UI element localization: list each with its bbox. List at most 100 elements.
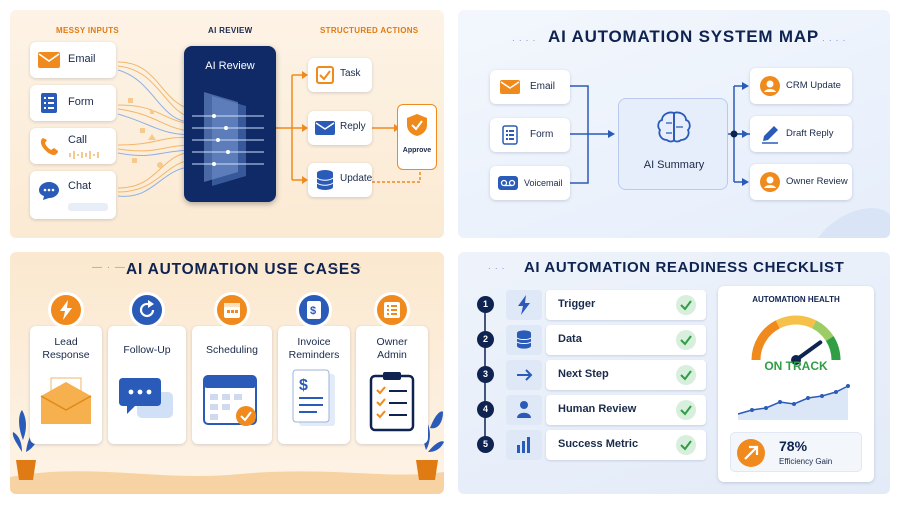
automation-health-card: AUTOMATION HEALTH ON TRACK 78% Efficienc… <box>718 286 874 482</box>
title-dots-right: · · · · <box>822 36 847 45</box>
pencil-icon <box>762 126 778 144</box>
trend-line-icon <box>737 384 850 420</box>
ai-review-heading: AI REVIEW <box>208 26 253 35</box>
step-number: 2 <box>477 331 494 348</box>
use-case-invoice-reminders[interactable]: Invoice Reminders $ <box>278 326 350 444</box>
use-case-follow-up[interactable]: Follow-Up <box>108 326 186 444</box>
approve-label: Approve <box>402 147 432 154</box>
step-icon-box <box>506 325 542 355</box>
map-input-voicemail[interactable]: Voicemail <box>490 166 570 200</box>
action-label: Update <box>340 173 373 184</box>
person-icon <box>517 401 531 418</box>
input-card-email[interactable]: Email <box>30 42 116 78</box>
step-label: Next Step <box>558 368 609 380</box>
checklist-badge-icon <box>374 292 410 328</box>
form-icon <box>41 93 57 113</box>
invoice-doc-icon: $ <box>292 369 335 426</box>
input-label: Call <box>68 134 87 146</box>
email-icon <box>500 80 520 94</box>
ai-review-title: AI Review <box>205 60 255 72</box>
step-number: 4 <box>477 401 494 418</box>
step-label: Trigger <box>558 298 596 310</box>
step-label-box: Next Step <box>546 360 706 390</box>
map-output-draft-reply[interactable]: Draft Reply <box>750 116 852 152</box>
title-dots-left: · · · <box>488 264 506 273</box>
map-output-crm-update[interactable]: CRM Update <box>750 68 852 104</box>
action-card-reply[interactable]: Reply <box>308 111 372 145</box>
ai-summary-label: AI Summary <box>643 159 705 171</box>
invoice-badge-icon: $ <box>296 292 332 328</box>
use-cases-title: AI AUTOMATION USE CASES <box>126 261 362 278</box>
input-card-form[interactable]: Form <box>30 85 116 121</box>
gauge-hub <box>791 355 801 365</box>
map-input-form[interactable]: Form <box>490 118 570 152</box>
chat-typing-bubble <box>68 203 108 211</box>
action-card-task[interactable]: Task <box>308 58 372 92</box>
phone-icon <box>40 138 58 155</box>
structured-actions-heading: STRUCTURED ACTIONS <box>320 26 419 35</box>
use-case-label: Follow-Up <box>123 344 171 356</box>
use-case-scheduling[interactable]: Scheduling <box>192 326 272 444</box>
input-flow-lines <box>117 61 421 197</box>
map-output-label: CRM Update <box>786 80 841 91</box>
readiness-checklist-panel: · · · AI AUTOMATION READINESS CHECKLIST … <box>458 252 890 494</box>
trend-up-icon <box>737 439 765 467</box>
ai-summary-node[interactable]: AI Summary <box>618 98 728 190</box>
user-circle-icon <box>760 172 780 192</box>
health-status: ON TRACK <box>764 359 828 373</box>
brain-icon <box>657 111 691 143</box>
checklist-row[interactable]: 2 Data <box>476 325 712 355</box>
database-icon <box>316 170 334 190</box>
check-icon <box>676 295 696 315</box>
map-input-label: Voicemail <box>524 178 563 188</box>
calendar-check-icon <box>203 375 257 426</box>
check-icon <box>676 400 696 420</box>
approve-card[interactable]: Approve <box>397 104 437 170</box>
ai-filter-layers-icon <box>192 92 264 186</box>
use-cases-panel: — · — AI AUTOMATION USE CASES — · — Lead… <box>10 252 444 494</box>
step-label: Data <box>558 333 582 345</box>
svg-text:$: $ <box>299 377 308 394</box>
system-map-connectors <box>570 82 890 238</box>
map-output-label: Draft Reply <box>786 128 834 139</box>
use-case-owner-admin[interactable]: Owner Admin <box>356 326 428 444</box>
form-icon <box>502 125 518 145</box>
action-label: Reply <box>340 121 366 132</box>
ai-review-box: AI Review <box>184 46 276 202</box>
gauge-segment <box>751 320 781 361</box>
check-icon <box>676 365 696 385</box>
audio-wave-icon <box>69 151 99 159</box>
step-label-box: Success Metric <box>546 430 706 460</box>
shield-check-icon <box>407 114 427 136</box>
input-card-call[interactable]: Call <box>30 128 116 164</box>
action-card-update[interactable]: Update <box>308 163 372 197</box>
system-map-panel: · · · · AI AUTOMATION SYSTEM MAP · · · ·… <box>458 10 890 238</box>
chat-bubbles-icon <box>119 378 173 418</box>
use-case-label: Lead Response <box>42 336 90 361</box>
input-label: Form <box>68 96 94 108</box>
input-card-chat[interactable]: Chat <box>30 171 116 219</box>
use-case-label: Owner Admin <box>376 336 408 361</box>
step-label: Success Metric <box>558 438 639 450</box>
user-circle-icon <box>760 76 780 96</box>
input-label: Email <box>68 53 96 65</box>
efficiency-gain-box: 78% Efficiency Gain <box>730 432 862 472</box>
title-dots-left: · · · · <box>512 36 537 45</box>
step-icon-box <box>506 290 542 320</box>
readiness-title: AI AUTOMATION READINESS CHECKLIST <box>524 259 845 276</box>
use-case-lead-response[interactable]: Lead Response <box>30 326 102 444</box>
action-label: Task <box>340 68 361 79</box>
map-output-owner-review[interactable]: Owner Review <box>750 164 852 200</box>
step-icon-box <box>506 360 542 390</box>
title-dots-right: · · · <box>826 264 844 273</box>
gauge-segment <box>775 315 817 329</box>
map-input-email[interactable]: Email <box>490 70 570 104</box>
task-check-icon <box>316 66 334 84</box>
use-case-label: Invoice Reminders <box>288 336 340 361</box>
chat-icon <box>39 182 59 200</box>
gauge-segment <box>811 320 834 342</box>
